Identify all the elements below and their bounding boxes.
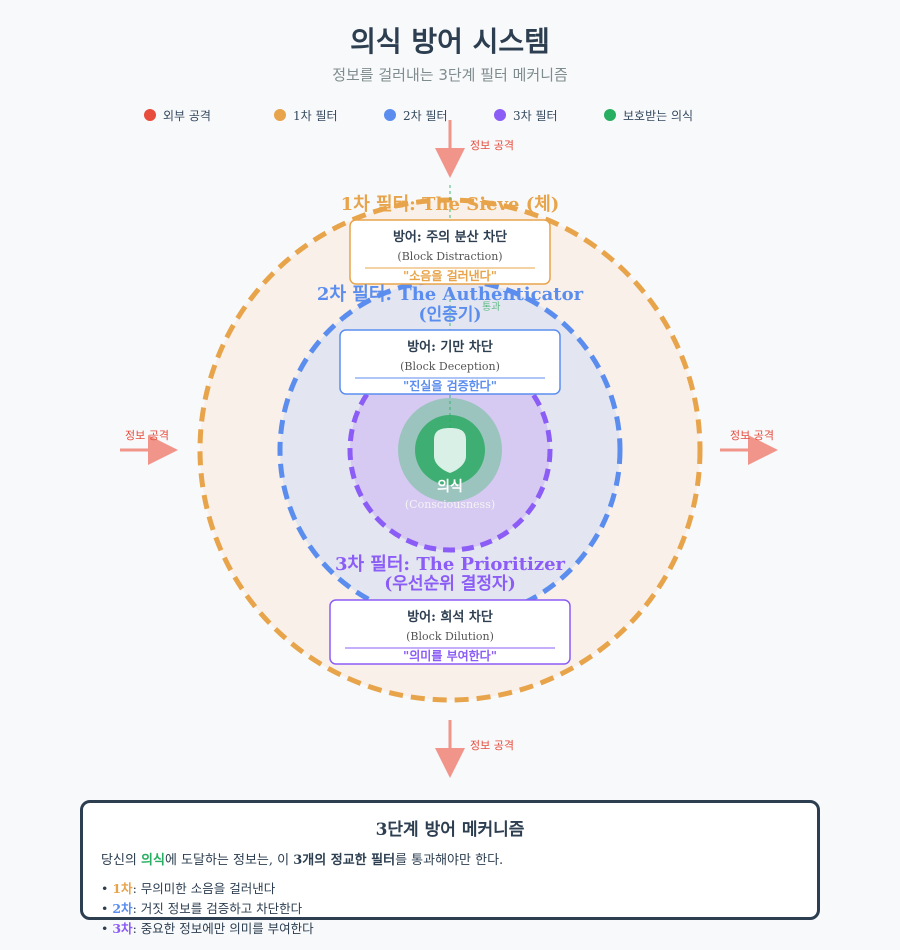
summary-text-bold: 3개의 정교한 필터 (293, 853, 396, 868)
list-text: : 거짓 정보를 검증하고 차단한다 (132, 901, 303, 916)
list-key: 1차 (112, 881, 133, 896)
legend-label: 2차 필터 (403, 108, 448, 123)
summary-list: • 1차: 무의미한 소음을 걸러낸다 • 2차: 거짓 정보를 검증하고 차단… (101, 879, 801, 939)
core-sublabel: (Consciousness) (405, 498, 495, 511)
legend-dot-icon (384, 109, 396, 121)
attack-label-right: 정보 공격 (730, 429, 774, 442)
legend-dot-icon (604, 109, 616, 121)
legend-label: 외부 공격 (163, 108, 211, 123)
filter-2-box-quote: "진실을 검증한다" (403, 378, 497, 393)
list-key: 3차 (112, 921, 133, 936)
summary-text-prefix: 당신의 (101, 853, 142, 868)
shield-icon (434, 428, 466, 473)
page-subtitle: 정보를 걸러내는 3단계 필터 메커니즘 (332, 66, 568, 84)
attack-label-left: 정보 공격 (125, 429, 169, 442)
list-key: 2차 (112, 901, 133, 916)
defense-diagram: 통과 정보 공격 정보 공격 정보 공격 정보 공격 1차 필터: The Si… (120, 120, 778, 778)
filter-3-box-subtitle: (Block Dilution) (406, 630, 494, 643)
legend-dot-icon (144, 109, 156, 121)
list-text: : 무의미한 소음을 걸러낸다 (132, 881, 276, 896)
legend-label: 보호받는 의식 (623, 108, 694, 123)
list-bullet: • (101, 921, 113, 936)
legend-dot-icon (274, 109, 286, 121)
legend-item-filter-2: 2차 필터 (384, 106, 448, 124)
legend-item-external-attack: 외부 공격 (144, 106, 211, 124)
filter-2-box-title: 방어: 기만 차단 (407, 339, 493, 355)
list-item: • 3차: 중요한 정보에만 의미를 부여한다 (101, 919, 801, 939)
summary-text-mid: 에 도달하는 정보는, 이 (164, 853, 294, 868)
filter-3-title: 3차 필터: The Prioritizer (335, 554, 566, 575)
list-item: • 1차: 무의미한 소음을 걸러낸다 (101, 879, 801, 899)
filter-1-box-subtitle: (Block Distraction) (397, 250, 502, 263)
summary-title: 3단계 방어 메커니즘 (375, 820, 525, 840)
attack-label-top: 정보 공격 (470, 139, 514, 152)
list-item: • 2차: 거짓 정보를 검증하고 차단한다 (101, 899, 801, 919)
filter-3-box-title: 방어: 희석 차단 (407, 609, 493, 625)
filter-1-box-title: 방어: 주의 분산 차단 (393, 229, 507, 245)
core-label: 의식 (437, 478, 463, 495)
filter-2-title-sub: (인증기) (418, 305, 481, 325)
filter-3-title-sub: (우선순위 결정자) (384, 574, 516, 594)
legend-item-protected-consciousness: 보호받는 의식 (604, 106, 693, 124)
pass-label: 통과 (482, 301, 500, 313)
legend-label: 1차 필터 (293, 108, 338, 123)
summary-text: 당신의 의식에 도달하는 정보는, 이 3개의 정교한 필터를 통과해야만 한다… (101, 849, 801, 868)
filter-2-box-subtitle: (Block Deception) (400, 360, 500, 373)
filter-1-box-quote: "소음을 걸러낸다" (403, 268, 497, 283)
legend-item-filter-3: 3차 필터 (494, 106, 558, 124)
page-title: 의식 방어 시스템 (350, 25, 550, 58)
list-bullet: • (101, 901, 113, 916)
legend-item-filter-1: 1차 필터 (274, 106, 338, 124)
filter-2-title: 2차 필터: The Authenticator (317, 284, 584, 305)
list-bullet: • (101, 881, 113, 896)
summary-panel: 3단계 방어 메커니즘 당신의 의식에 도달하는 정보는, 이 3개의 정교한 … (80, 800, 820, 936)
list-text: : 중요한 정보에만 의미를 부여한다 (132, 921, 314, 936)
legend-label: 3차 필터 (513, 108, 558, 123)
filter-3-box-quote: "의미를 부여한다" (403, 648, 497, 663)
legend-dot-icon (494, 109, 506, 121)
filter-1-title: 1차 필터: The Sieve (체) (341, 194, 560, 215)
summary-text-suffix: 를 통과해야만 한다. (395, 853, 504, 868)
attack-label-bottom: 정보 공격 (470, 739, 514, 752)
summary-text-highlight: 의식 (141, 853, 165, 868)
